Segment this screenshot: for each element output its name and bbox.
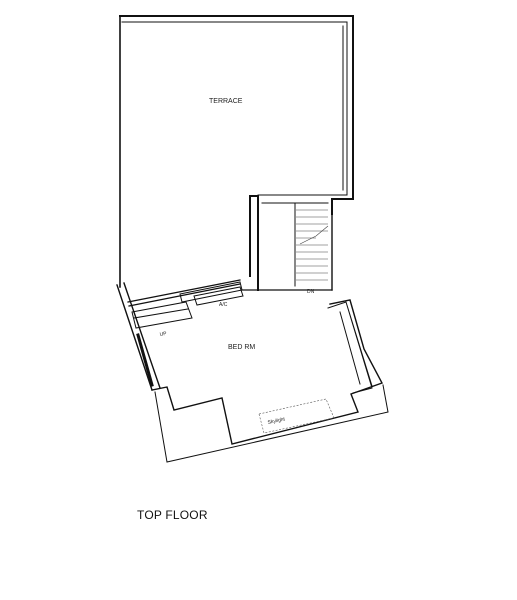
stair-treads: [296, 209, 329, 281]
bedroom-bottom-outer: [154, 384, 389, 463]
floor-title: TOP FLOOR: [137, 508, 208, 522]
skylight-outline: [258, 398, 335, 434]
terrace-bottom-wall: [127, 279, 241, 307]
bedroom-bottom-wall: [151, 299, 383, 445]
dn-label: DN: [307, 289, 315, 295]
ac-label: A/C: [219, 302, 228, 308]
ac-unit: [193, 286, 244, 306]
terrace-outer-wall: [119, 15, 354, 215]
skylight-label: Skylight: [267, 416, 286, 426]
stair-top-wall: [261, 202, 329, 287]
bedroom-label: BED RM: [228, 344, 255, 351]
up-label: UP: [159, 331, 168, 338]
terrace-inner-wall: [121, 21, 348, 196]
right-closet: [327, 301, 373, 394]
left-counter: [131, 301, 193, 329]
stair-core-wall: [249, 195, 259, 291]
walls: [116, 15, 389, 463]
bedroom-left-window: [136, 333, 154, 387]
terrace-label: TERRACE: [209, 98, 243, 105]
bedroom-left-wall: [116, 282, 161, 391]
